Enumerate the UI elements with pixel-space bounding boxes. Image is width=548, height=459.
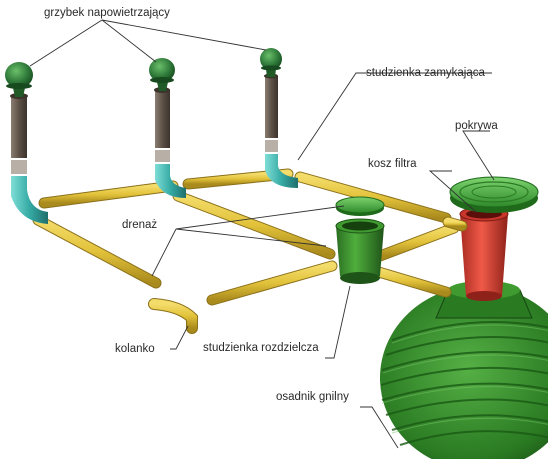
tank-lid	[449, 176, 539, 213]
leader-lines	[29, 19, 495, 449]
vent-stack-right	[260, 48, 298, 188]
distribution-well	[335, 218, 385, 284]
label-elbow: kolanko	[115, 343, 155, 355]
label-septic-tank: osadnik gnilny	[276, 391, 349, 403]
vent-stack-left	[5, 62, 48, 224]
drain-pipes	[32, 168, 468, 306]
label-drainage: drenaż	[122, 219, 157, 231]
elbow-fitting	[148, 298, 198, 334]
label-closing-well: studzienka zamykająca	[366, 67, 485, 79]
vent-stack-middle	[149, 58, 186, 198]
filter-basket	[459, 206, 509, 301]
label-lid: pokrywa	[455, 120, 498, 132]
label-filter-basket: kosz filtra	[368, 158, 417, 170]
label-vent-caps: grzybek napowietrzający	[44, 7, 170, 19]
septic-tank	[380, 281, 548, 459]
closing-well-lid	[335, 196, 385, 216]
label-distribution-well: studzienka rozdzielcza	[203, 342, 319, 354]
